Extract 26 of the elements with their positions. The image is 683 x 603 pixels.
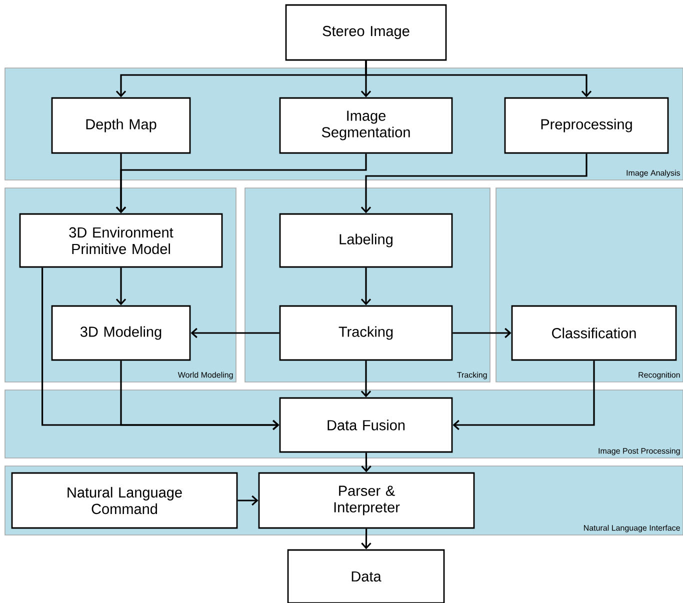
arrow [452,360,595,430]
process-box: Tracking [279,305,453,361]
arrow [238,495,258,506]
arrow [452,328,512,338]
process-box: Data [287,549,445,603]
process-box: Classification [511,305,677,361]
process-box: Natural Language Command [11,472,238,529]
process-box: 3D Environment Primitive Model [19,213,223,268]
arrow [360,360,372,398]
arrow [116,268,126,306]
process-box: Labeling [279,213,453,268]
process-box: Data Fusion [279,397,453,453]
arrow [116,154,367,214]
process-box: Stereo Image [285,4,447,61]
arrow [360,154,588,214]
arrow [360,268,372,306]
process-box: Image Segmentation [279,97,453,154]
arrow [190,328,280,338]
arrow [365,60,592,98]
process-box: 3D Modeling [51,305,191,361]
arrow [361,452,372,472]
process-box: Preprocessing [504,97,669,154]
arrow [361,528,372,550]
process-box: Depth Map [51,97,191,154]
arrow [120,360,280,430]
process-box: Parser & Interpreter [258,472,475,529]
